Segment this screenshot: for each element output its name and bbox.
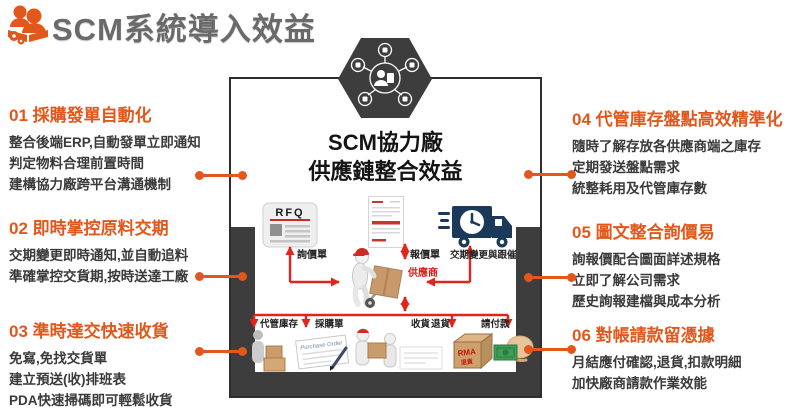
benefit-06-line: 加快廠商請款作業效能: [572, 376, 707, 391]
monitor-bezel: [231, 227, 540, 396]
benefit-04-title: 04 代管庫存盤點高效精準化: [572, 110, 783, 129]
quote-label: 報價單: [410, 250, 440, 261]
benefit-01-line: 整合後端ERP,自動發單立即通知: [9, 135, 201, 150]
delivery-change-label: 交期變更與跟催: [450, 250, 517, 261]
benefit-03-title: 03 準時達交快速收貨: [9, 322, 169, 341]
purchase-order-document-icon: Purchase Order: [294, 330, 350, 377]
benefit-03-line: 建立預送(收)排班表: [9, 372, 126, 387]
return-box-rma-icon: RMA 退貨: [449, 330, 494, 377]
benefit-04-line: 定期發送盤點需求: [572, 160, 680, 175]
screen-title-line2: 供應鏈整合效益: [308, 159, 463, 184]
receiving-goods-icon: [352, 327, 444, 377]
page-title: SCM系統導入效益: [52, 12, 316, 47]
rma-text: RMA: [457, 347, 476, 358]
benefit-03-line: 免寫,免找交貨單: [9, 351, 108, 366]
hexagon-network-icon: [337, 36, 433, 120]
benefit-02-title: 02 即時掌控原料交期: [9, 219, 169, 238]
benefit-02-line: 交期變更即時通知,並自動追料: [9, 248, 189, 263]
truck-clock-icon: [438, 202, 518, 255]
benefit-05-line: 詢報價配合圖面詳述規格: [572, 252, 721, 267]
inquiry-label: 詢價單: [297, 250, 327, 261]
purchase-order-label: 採購單: [315, 319, 344, 330]
benefit-06-line: 月結應付確認,退貨,扣款明細: [572, 355, 742, 370]
benefit-06: 06 對帳請款留憑據 月結應付確認,退貨,扣款明細 加快廠商請款作業效能: [572, 321, 792, 394]
benefit-05: 05 圖文整合詢價易 詢報價配合圖面詳述規格 立即了解公司需求 歷史詢報建檔與成…: [572, 218, 792, 312]
benefit-04-line: 統整耗用及代管庫存數: [572, 181, 707, 196]
return-label: 退貨: [431, 319, 451, 330]
benefit-01-line: 判定物料合理前置時間: [9, 156, 144, 171]
benefit-05-title: 05 圖文整合詢價易: [572, 223, 715, 242]
company-people-gear-icon: [6, 3, 50, 45]
receive-label: 收貨: [411, 319, 431, 330]
connector-benefit-05: [524, 273, 576, 282]
benefit-05-line: 歷史詢報建檔與成本分析: [572, 294, 721, 309]
screen-title: SCM協力廠 供應鏈整合效益: [229, 128, 542, 186]
benefit-01-line: 建構協力廠跨平台溝通機制: [9, 177, 171, 192]
benefit-03-line: PDA快速掃碼即可輕鬆收貨: [9, 393, 173, 408]
benefit-05-line: 立即了解公司需求: [572, 273, 680, 288]
rfq-text: RFQ: [275, 207, 304, 219]
benefit-02: 02 即時掌控原料交期 交期變更即時通知,並自動追料 準確掌控交貨期,按時送達工…: [9, 214, 231, 287]
connector-benefit-04: [524, 170, 576, 179]
flow-arrows: [249, 243, 513, 328]
payment-label: 請付款: [481, 319, 510, 330]
benefit-01-title: 01 採購發單自動化: [9, 106, 152, 125]
quotation-document-icon: [368, 196, 404, 253]
rfq-document-icon: RFQ: [262, 202, 318, 253]
benefit-04: 04 代管庫存盤點高效精準化 隨時了解存放各供應商端之庫存 定期發送盤點需求 統…: [572, 105, 792, 199]
payment-hand-money-icon: [492, 332, 534, 375]
benefit-04-line: 隨時了解存放各供應商端之庫存: [572, 139, 761, 154]
supplier-label: 供應商: [408, 268, 438, 279]
consigned-stock-icon: [249, 328, 289, 377]
benefit-02-line: 準確掌控交貨期,按時送達工廠: [9, 269, 189, 284]
svg-text:退貨: 退貨: [460, 357, 473, 366]
consigned-stock-label: 代管庫存: [260, 319, 299, 330]
connector-benefit-01: [195, 171, 247, 180]
connector-benefit-03: [195, 347, 247, 356]
benefit-03: 03 準時達交快速收貨 免寫,免找交貨單 建立預送(收)排班表 PDA快速掃碼即…: [9, 317, 231, 411]
connector-benefit-06: [524, 345, 576, 354]
benefit-01: 01 採購發單自動化 整合後端ERP,自動發單立即通知 判定物料合理前置時間 建…: [9, 101, 231, 195]
benefit-06-title: 06 對帳請款留憑據: [572, 326, 715, 345]
po-doc-text: Purchase Order: [300, 340, 344, 351]
screen-title-line1: SCM協力廠: [328, 130, 443, 155]
connector-benefit-02: [195, 272, 247, 281]
supplier-worker-icon: [340, 246, 412, 315]
